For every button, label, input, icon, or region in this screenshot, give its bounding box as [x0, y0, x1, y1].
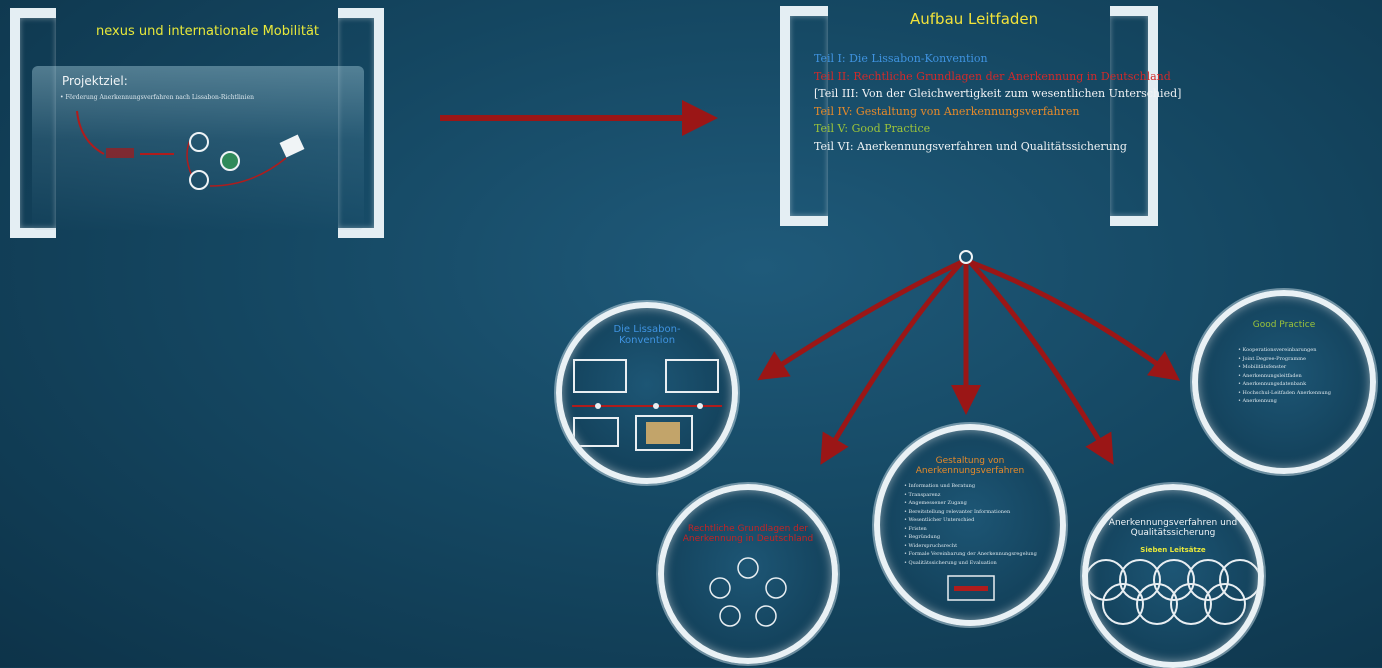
- bottom-mini-frame: [947, 575, 995, 601]
- toc-item-6[interactable]: Teil VI: Anerkennungsverfahren und Quali…: [814, 139, 1127, 153]
- list-item: • Bereitstellung relevanter Informatione…: [904, 508, 1011, 515]
- toc-item-2[interactable]: Teil II: Rechtliche Grundlagen der Anerk…: [814, 69, 1171, 83]
- circle-subtitle: Sieben Leitsätze: [1140, 546, 1206, 554]
- process-diagram: [76, 110, 305, 190]
- circle-good-practice[interactable]: Good Practice • Kooperationsvereinbarung…: [1192, 290, 1376, 474]
- toc-list: Teil I: Die Lissabon-Konvention Teil II:…: [814, 50, 1181, 155]
- toc-item-3[interactable]: [Teil III: Von der Gleichwertigkeit zum …: [814, 87, 1182, 100]
- timeline-diagram: [572, 359, 722, 451]
- circle-title: Anerkennungsverfahren und Qualitätssiche…: [1108, 518, 1238, 538]
- list-item: • Transparenz: [904, 491, 941, 498]
- gestaltung-list: • Information und Beratung • Transparenz…: [904, 482, 1037, 567]
- circle-rechtlich[interactable]: Rechtliche Grundlagen der Anerkennung in…: [658, 484, 838, 664]
- frame-projekt[interactable]: nexus und internationale Mobilität Proje…: [10, 8, 384, 240]
- circle-title: Gestaltung von Anerkennungsverfahren: [915, 456, 1025, 476]
- right-bracket: [1110, 6, 1158, 226]
- list-item: • Fristen: [904, 525, 927, 532]
- list-item: • Angemessener Zugang: [904, 500, 967, 506]
- circle-title: Die Lissabon-Konvention: [613, 324, 681, 346]
- people-icon: [189, 170, 209, 190]
- list-item: • Anerkennungsleitfaden: [1238, 372, 1302, 379]
- toc-item-4[interactable]: Teil IV: Gestaltung von Anerkennungsverf…: [814, 104, 1080, 118]
- red-label-box: [106, 148, 134, 158]
- circle-title: Good Practice: [1252, 320, 1316, 330]
- toc-item-1[interactable]: Teil I: Die Lissabon-Konvention: [814, 52, 988, 65]
- document-icon: [189, 132, 209, 152]
- circle-qualitaet[interactable]: Anerkennungsverfahren und Qualitätssiche…: [1082, 484, 1264, 668]
- icon-cluster: [709, 557, 787, 627]
- list-item: • Mobilitätsfenster: [1238, 364, 1287, 370]
- good-practice-list: • Kooperationsvereinbarungen • Joint Deg…: [1238, 346, 1331, 406]
- list-item: • Formale Vereinbarung der Anerkennungsr…: [904, 551, 1037, 557]
- left-bracket: [780, 6, 828, 226]
- arrow-to-good-practice: [969, 259, 1181, 381]
- projektziel-card: Projektziel: • Förderung Anerkennungsver…: [32, 66, 364, 230]
- circle-lissabon[interactable]: Die Lissabon-Konvention: [556, 302, 738, 484]
- left-bracket: [10, 8, 56, 238]
- list-item: • Anerkennungsdatenbank: [1238, 381, 1307, 387]
- book-icon: [279, 134, 305, 158]
- list-item: • Anerkennung: [1238, 398, 1277, 404]
- frame-leitfaden[interactable]: Aufbau Leitfaden Teil I: Die Lissabon-Ko…: [780, 6, 1181, 226]
- frame-title: Aufbau Leitfaden: [910, 10, 1039, 28]
- frame-title: nexus und internationale Mobilität: [96, 24, 320, 39]
- arrow-to-lissabon: [757, 259, 964, 381]
- list-item: • Wesentlicher Unterschied: [904, 517, 975, 523]
- list-item: • Joint Degree-Programme: [1238, 355, 1306, 362]
- photo-icon: [646, 422, 680, 444]
- list-item: • Kooperationsvereinbarungen: [1238, 347, 1317, 353]
- list-item: • Begründung: [904, 534, 941, 540]
- list-item: • Information und Beratung: [904, 483, 976, 489]
- circle-gestaltung[interactable]: Gestaltung von Anerkennungsverfahren • I…: [874, 424, 1066, 626]
- list-item: • Widerspruchsrecht: [904, 542, 958, 549]
- hub-node: [959, 250, 973, 264]
- right-bracket: [338, 8, 384, 238]
- seven-rings: [1088, 559, 1258, 625]
- arrow-to-rechtlich: [820, 260, 964, 465]
- list-item: • Hochschul-Leitfaden Anerkennung: [1238, 389, 1331, 396]
- toc-item-5[interactable]: Teil V: Good Practice: [814, 122, 931, 135]
- card-heading: Projektziel:: [62, 74, 128, 88]
- circle-title: Rechtliche Grundlagen der Anerkennung in…: [682, 524, 814, 544]
- card-bullet: • Förderung Anerkennungsverfahren nach L…: [60, 94, 255, 101]
- arrow-to-qualitaet: [968, 260, 1114, 465]
- recycle-icon: [220, 151, 240, 171]
- list-item: • Qualitätssicherung und Evaluation: [904, 559, 997, 566]
